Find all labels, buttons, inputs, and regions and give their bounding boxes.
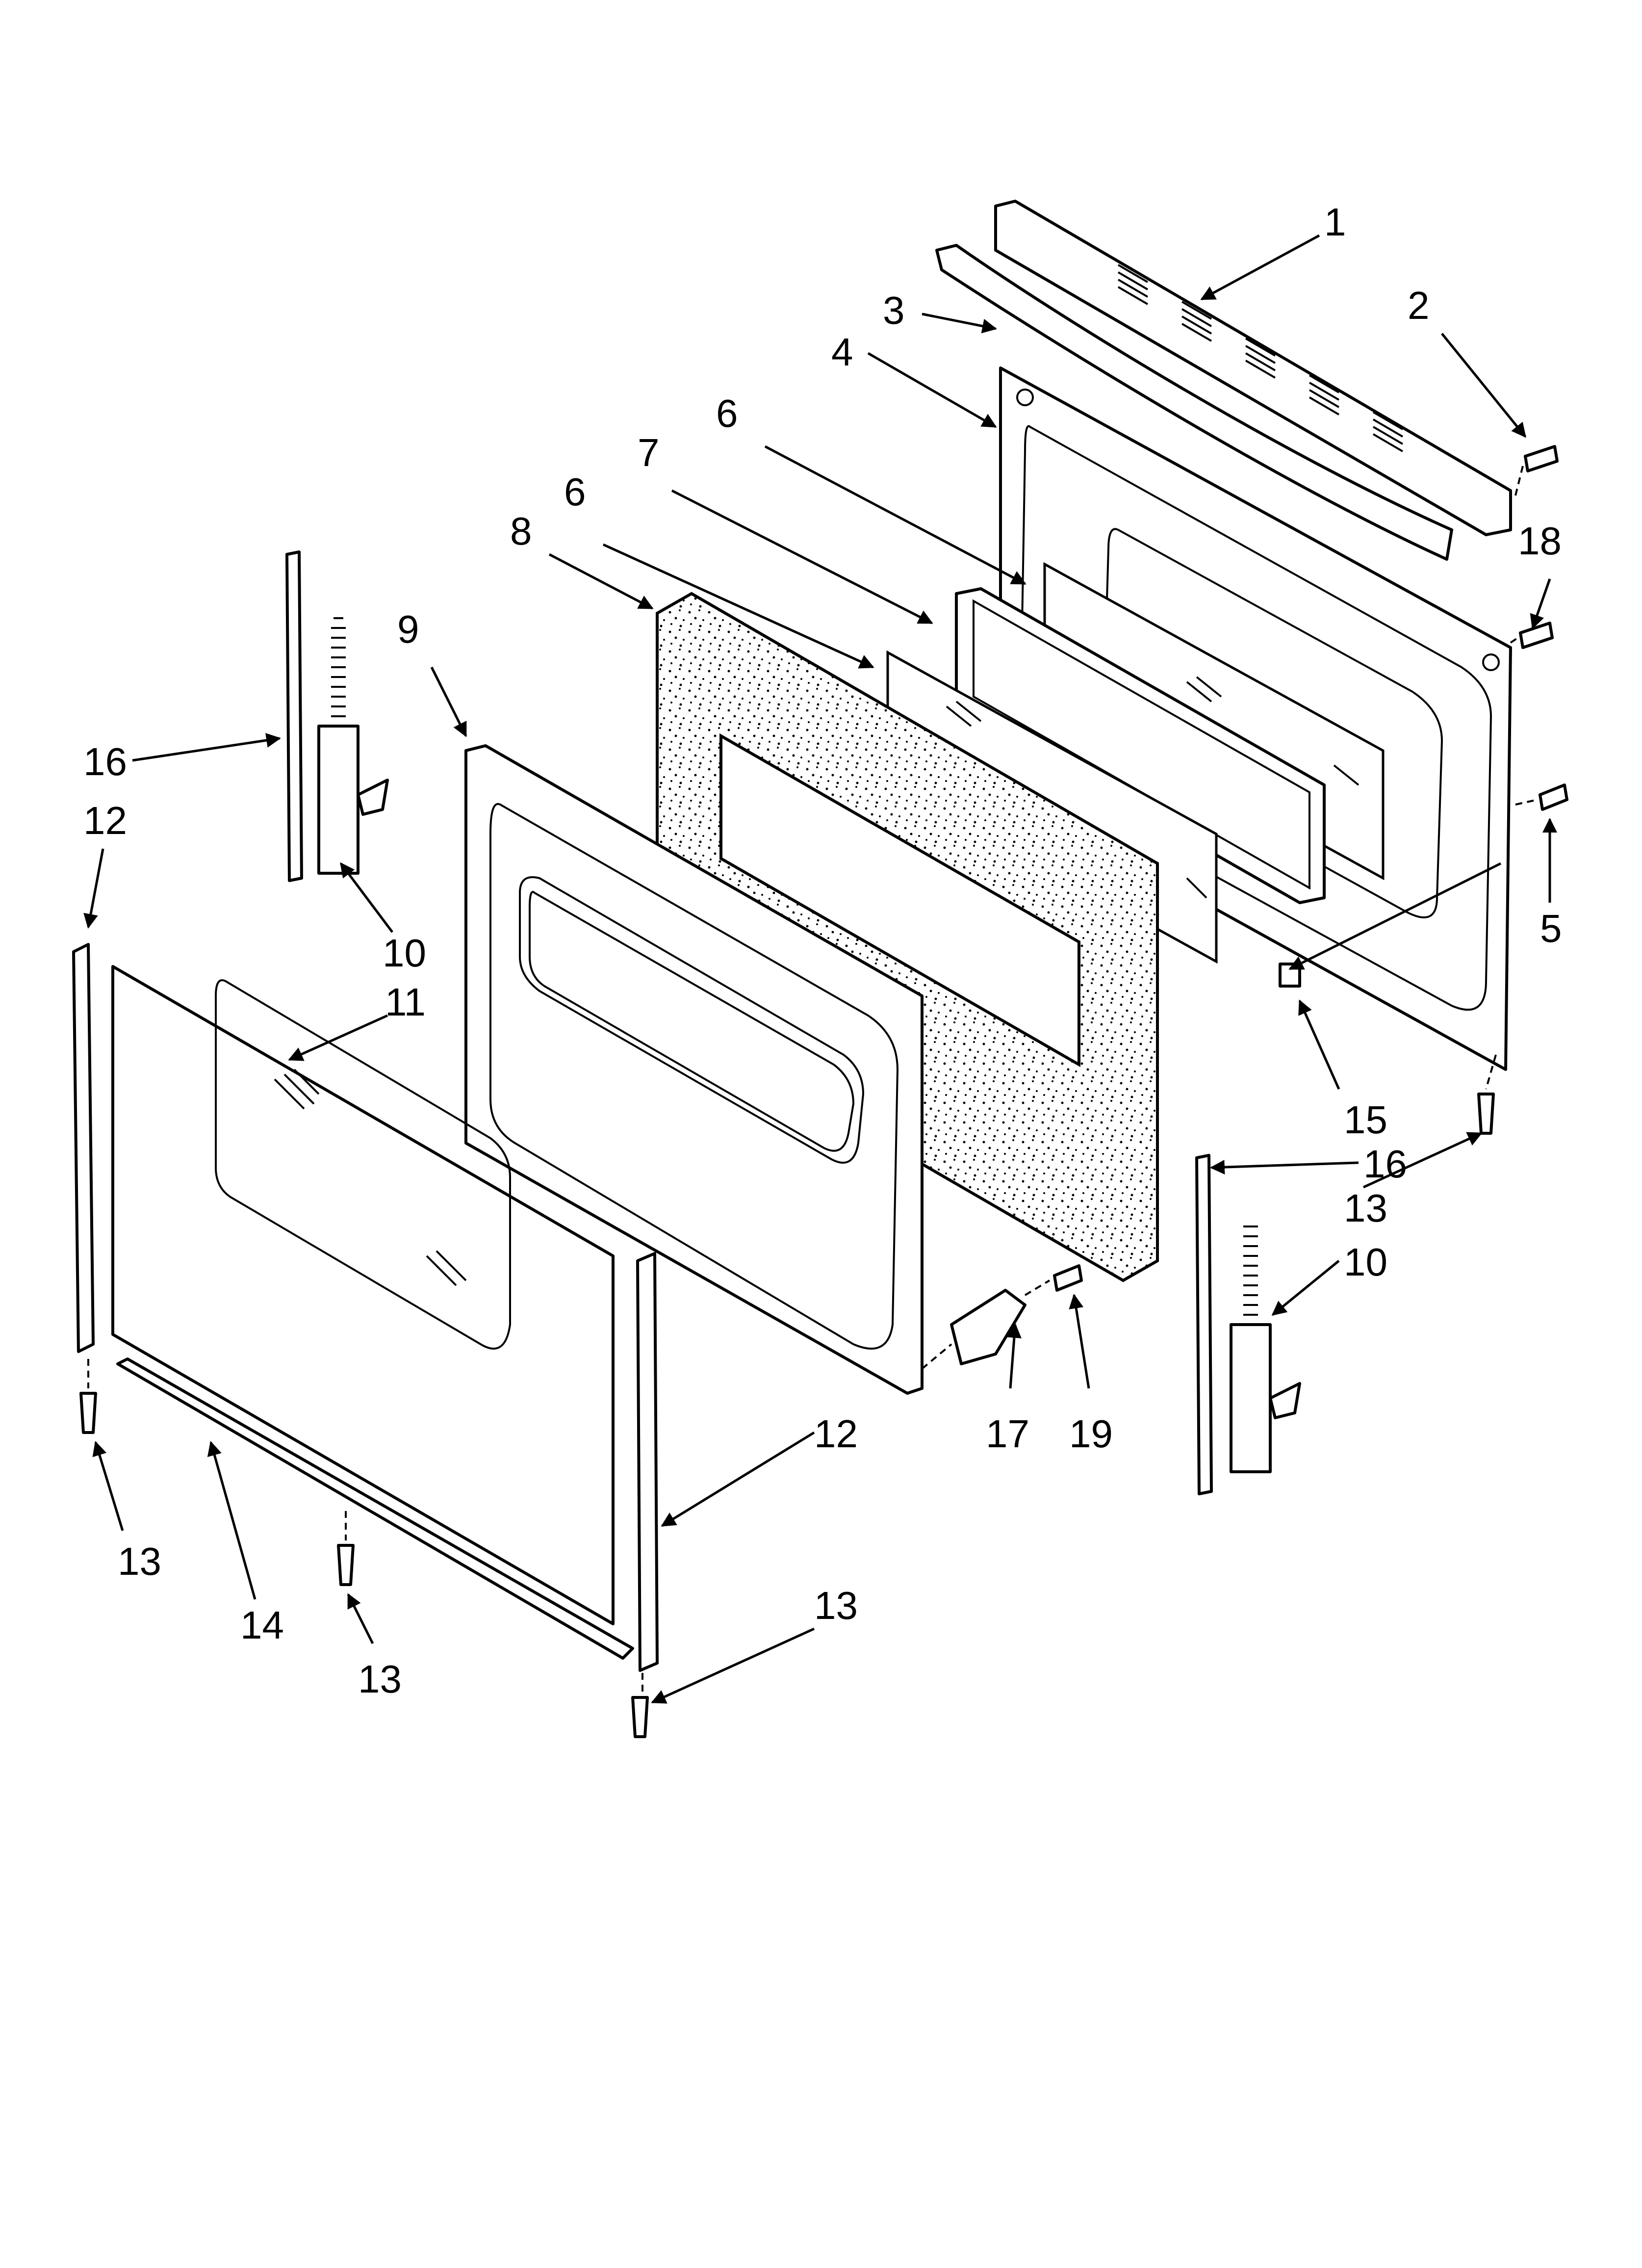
callout-18: 18 — [1518, 519, 1562, 563]
callout-16-left: 16 — [83, 740, 127, 783]
door-liner — [464, 744, 924, 1395]
callout-15: 15 — [1344, 1098, 1387, 1142]
callout-4: 4 — [831, 330, 853, 374]
callout-9: 9 — [397, 607, 419, 651]
side-trim-right — [636, 1252, 659, 1672]
callout-12-left: 12 — [83, 799, 127, 842]
screw-part-13-left — [79, 1392, 97, 1434]
screw-part-2 — [1524, 445, 1559, 472]
callout-3: 3 — [883, 288, 905, 332]
callout-6-lower: 6 — [564, 470, 586, 514]
alignment-lines — [87, 466, 1538, 1693]
callout-10-left: 10 — [383, 931, 426, 975]
callout-13-bottom: 13 — [814, 1584, 858, 1627]
callout-8: 8 — [510, 509, 532, 553]
callout-6-top: 6 — [716, 391, 738, 435]
callout-19: 19 — [1069, 1412, 1113, 1456]
callout-12-right: 12 — [814, 1412, 858, 1456]
clip-part-15 — [1279, 963, 1301, 988]
callout-13-center: 13 — [358, 1657, 402, 1701]
callout-13-right: 13 — [1344, 1186, 1387, 1230]
callout-14: 14 — [240, 1603, 284, 1647]
hinge-bracket-left — [285, 550, 303, 882]
side-trim-left — [72, 943, 95, 1353]
screw-part-13-right — [1477, 1093, 1495, 1135]
bottom-trim — [116, 1357, 634, 1660]
screw-part-19 — [1053, 1264, 1083, 1292]
callout-1: 1 — [1324, 200, 1346, 244]
screw-part-13-center — [337, 1544, 355, 1586]
hinge-right — [1230, 1225, 1301, 1473]
callout-13-left: 13 — [118, 1539, 161, 1583]
hinge-bracket-right — [1195, 1154, 1213, 1495]
callout-labels: 1 2 3 4 6 7 6 8 9 16 12 10 11 18 5 15 16… — [83, 200, 1562, 1701]
callout-17: 17 — [986, 1412, 1029, 1456]
screw-part-18 — [1519, 622, 1554, 649]
callout-5: 5 — [1540, 907, 1562, 950]
hinge-left — [317, 617, 389, 875]
callout-10-right: 10 — [1344, 1240, 1387, 1284]
screw-part-5 — [1539, 783, 1568, 811]
vent-trim-strip — [994, 200, 1512, 536]
callout-2: 2 — [1408, 284, 1430, 327]
leader-lines — [83, 234, 1557, 1704]
screw-part-13-bottom — [631, 1696, 649, 1738]
callout-16-right: 16 — [1363, 1142, 1407, 1186]
callout-7: 7 — [638, 431, 660, 474]
callout-11: 11 — [385, 980, 426, 1024]
door-handle — [935, 244, 1453, 561]
outer-door-panel — [111, 965, 615, 1625]
